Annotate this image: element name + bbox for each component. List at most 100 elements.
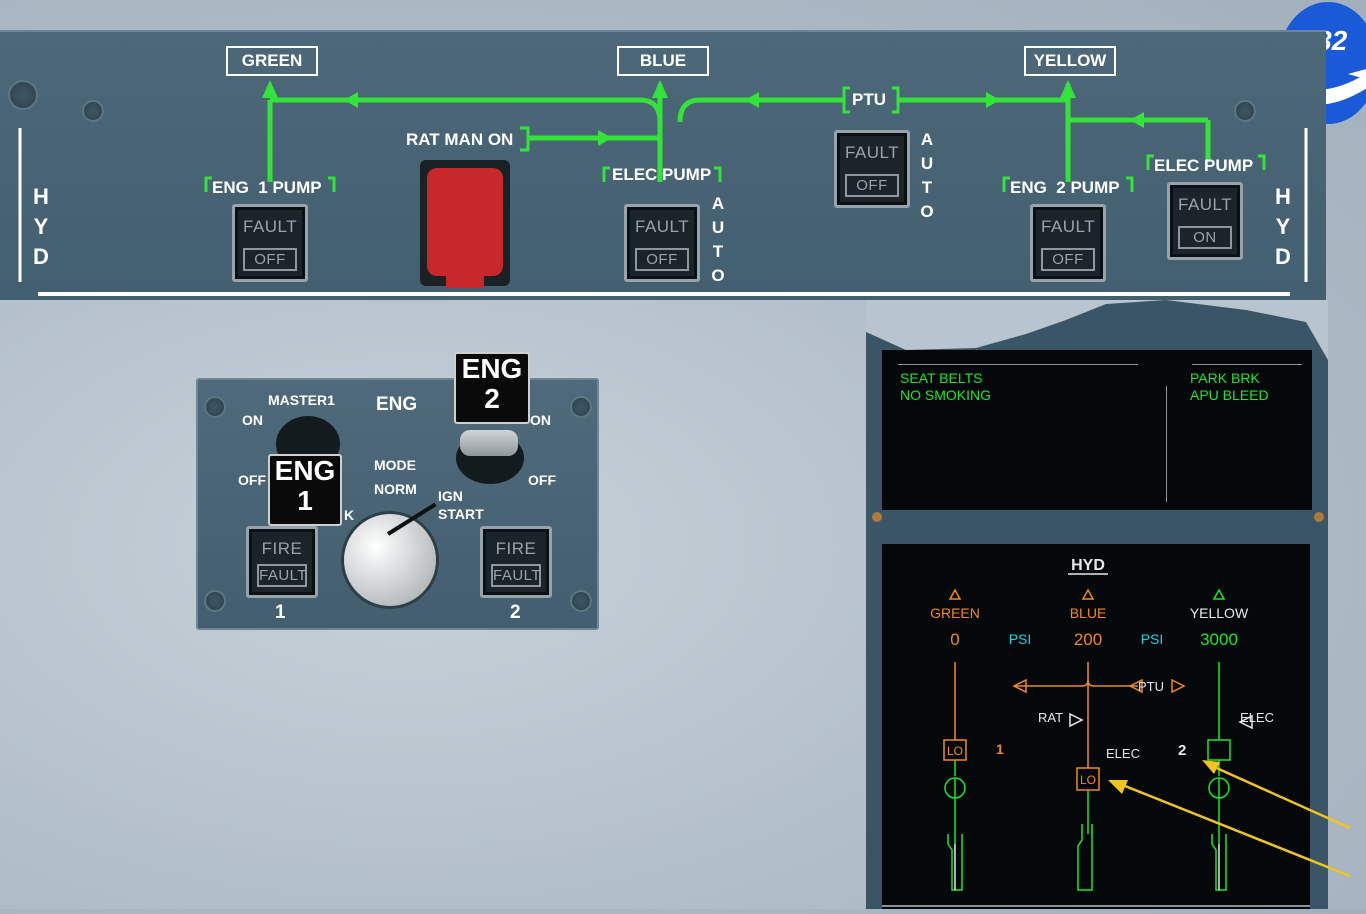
hyd-side-label-right: H Y D [1274, 182, 1292, 272]
master1-label: MASTER1 [268, 392, 335, 408]
sd-hyd-page: HYD GREEN BLUE YELLOW 0 PSI 200 PSI 3000 [882, 544, 1310, 909]
rat-arrow-icon [1069, 712, 1084, 728]
master1-on-label: ON [242, 412, 263, 428]
psi-unit-left: PSI [1009, 631, 1032, 647]
yellow-warning-icon [1212, 588, 1226, 600]
rat-man-on-guard[interactable] [427, 168, 503, 276]
ptu-auto-label: A U T O [920, 128, 934, 224]
hyd-synoptic: HYD GREEN BLUE YELLOW 0 PSI 200 PSI 3000 [882, 557, 1310, 907]
auto-letter: T [712, 242, 724, 261]
screw-icon [872, 512, 882, 522]
rat-man-on-label: RAT MAN ON [406, 130, 514, 149]
hyd-letter: H [1275, 184, 1291, 209]
screw-icon [1314, 512, 1324, 522]
green-reservoir-icon [947, 834, 963, 891]
auto-letter: O [711, 266, 725, 285]
eng1-pump-fault-text: FAULT [243, 217, 298, 236]
start-label: START [438, 506, 484, 522]
screw-icon [1234, 100, 1256, 122]
hyd-letter: Y [1275, 214, 1291, 239]
eng1-fire-fault-button[interactable]: FIRE FAULT [246, 526, 318, 598]
memo-apu-bleed: APU BLEED [1190, 387, 1269, 403]
screw-icon [204, 396, 226, 418]
auto-letter: U [711, 218, 725, 237]
green-system-name: GREEN [930, 605, 980, 621]
ptu-fault-button[interactable]: FAULT OFF [834, 130, 910, 208]
ptu-right-arrow-icon [1171, 678, 1186, 694]
blue-elec-auto-label: A U T O [711, 192, 725, 288]
hyd-letter: Y [33, 214, 49, 239]
master2-on-label: ON [530, 412, 551, 428]
crank-label: K [344, 507, 355, 523]
memo-divider [1192, 364, 1302, 365]
screw-icon [570, 590, 592, 612]
green-system-label: GREEN [226, 46, 318, 76]
eng1-tag-text: ENG [274, 455, 336, 486]
blue-elec-pump-button[interactable]: FAULT OFF [624, 204, 700, 282]
eng2-pump-label: ENG 2 PUMP [1010, 178, 1120, 197]
hyd-flow-diagram [18, 80, 1308, 296]
ewd-memo-screen: SEAT BELTS NO SMOKING PARK BRK APU BLEED [882, 350, 1312, 510]
blue-elec-pump-off-text: OFF [635, 248, 689, 271]
hyd-letter: D [33, 244, 49, 269]
auto-letter: O [920, 202, 934, 221]
memo-park-brk: PARK BRK [1190, 370, 1260, 386]
rat-guard-tab [446, 272, 484, 288]
eng2-pump-button[interactable]: FAULT OFF [1030, 204, 1106, 282]
hyd-side-label-left: H Y D [32, 182, 50, 272]
yellow-elec-arrow-icon [1238, 714, 1253, 730]
yellow-pressure-value: 3000 [1200, 630, 1238, 649]
memo-no-smoking: NO SMOKING [900, 387, 992, 403]
psi-unit-right: PSI [1141, 631, 1164, 647]
blue-elec-pump-label: ELEC PUMP [612, 165, 712, 184]
blue-warning-icon [1081, 588, 1095, 600]
screw-icon [570, 396, 592, 418]
eng1-pump-off-text: OFF [243, 248, 297, 271]
green-warning-icon [948, 588, 962, 600]
yellow-elec-pump-on-text: ON [1178, 226, 1232, 249]
eng2-fire-fault-button[interactable]: FIRE FAULT [480, 526, 552, 598]
eng2-fault-text: FAULT [491, 564, 541, 587]
rat-label: RAT [1038, 710, 1063, 725]
eng2-tag-text: ENG [461, 353, 523, 384]
ptu-fault-text: FAULT [845, 143, 900, 162]
auto-letter: A [920, 130, 934, 149]
eng1-fire-text: FIRE [261, 539, 303, 558]
ign-label: IGN [438, 488, 463, 504]
engine-master-panel: MASTER1 ENG ON OFF ON OFF MODE NORM K IG… [196, 352, 599, 630]
eng1-fault-text: FAULT [257, 564, 307, 587]
yellow-reservoir-icon [1211, 834, 1227, 891]
hyd-letter: H [33, 184, 49, 209]
screw-icon [82, 100, 104, 122]
blue-elec-label: ELEC [1106, 746, 1140, 761]
eng2-pump-fault-text: FAULT [1041, 217, 1096, 236]
master2-off-label: OFF [528, 472, 556, 488]
ptu-left-arrow-icon [1012, 678, 1027, 694]
eng1-pump-button[interactable]: FAULT OFF [232, 204, 308, 282]
memo-seat-belts: SEAT BELTS [900, 370, 983, 386]
eng-label: ENG [376, 394, 418, 415]
eng2-pump-box [1207, 739, 1231, 761]
mode-selector-knob[interactable] [344, 514, 436, 606]
yellow-elec-pump-button[interactable]: FAULT ON [1167, 182, 1243, 260]
ptu-label: PTU [852, 90, 886, 109]
blue-elec-pump-lo-box [1076, 767, 1100, 791]
blue-elec-pump-lo-text: LO [1080, 773, 1096, 787]
ptu-off-text: OFF [845, 174, 899, 197]
auto-letter: A [711, 194, 725, 213]
memo-divider [1166, 386, 1167, 502]
torn-edge [866, 300, 1328, 360]
hyd-overhead-panel: GREEN BLUE YELLOW PTU FAULT OFF A U T O … [0, 30, 1326, 300]
eng2-number: 2 [1178, 742, 1186, 759]
yellow-system-label: YELLOW [1024, 46, 1116, 76]
eng1-pump-lo-box [943, 739, 967, 761]
master1-off-label: OFF [238, 472, 266, 488]
ptu-label: PTU [1138, 679, 1164, 694]
norm-label: NORM [374, 481, 417, 497]
eng2-pump-off-text: OFF [1041, 248, 1095, 271]
blue-system-label: BLUE [617, 46, 709, 76]
blue-system-name: BLUE [1070, 605, 1107, 621]
master2-switch[interactable] [460, 430, 518, 456]
annotation-arrows [1108, 760, 1351, 878]
yellow-elec-pump-label: ELEC PUMP [1154, 156, 1254, 175]
